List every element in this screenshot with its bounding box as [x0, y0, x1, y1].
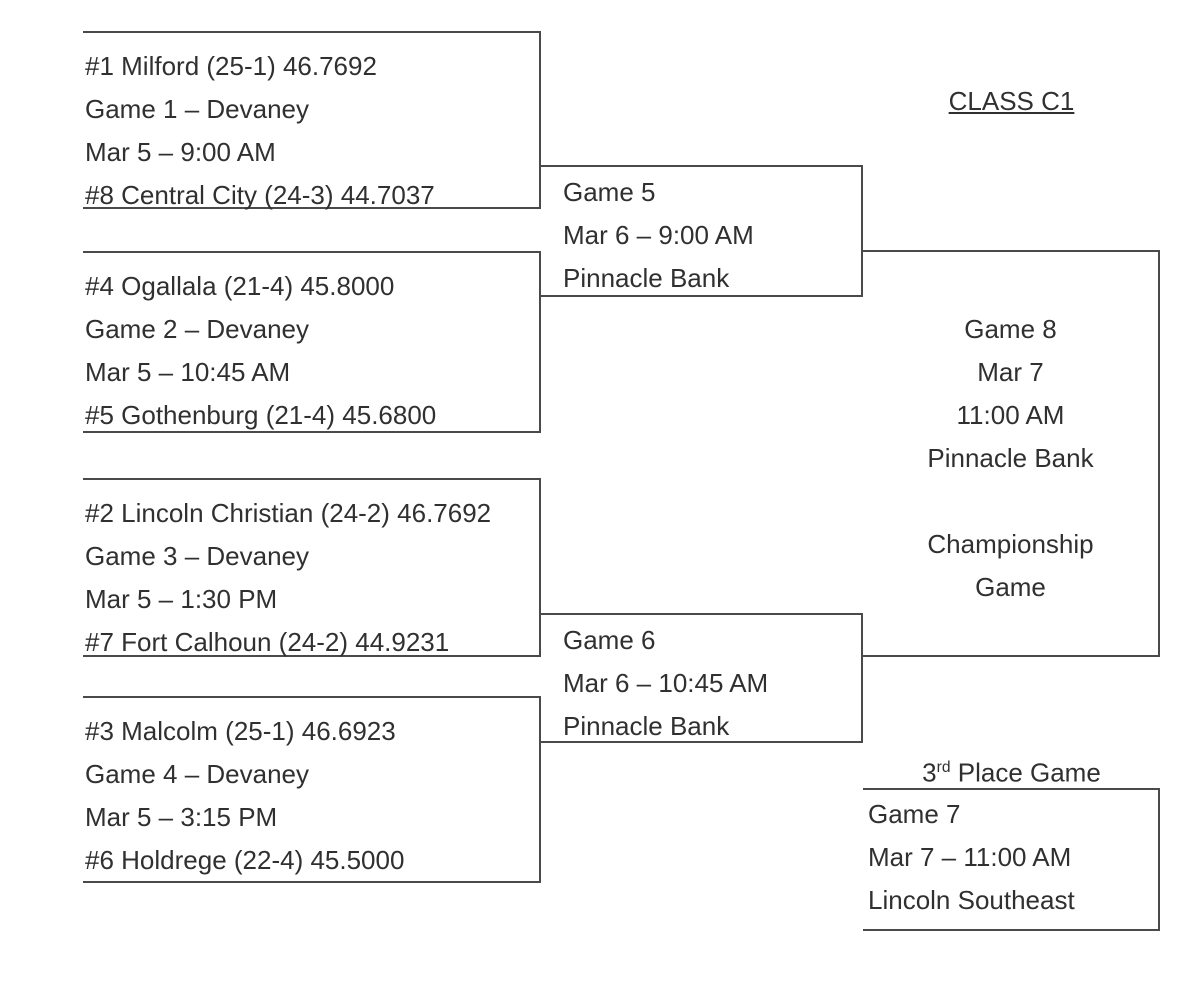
game5-label: Game 5: [563, 177, 656, 207]
third-place-heading-rest: Place Game: [950, 757, 1101, 788]
game4-label-venue: Game 4 – Devaney: [85, 759, 310, 789]
game3-bottom-team: #7 Fort Calhoun (24-2) 44.9231: [85, 627, 450, 657]
game8-time: 11:00 AM: [956, 400, 1065, 430]
round1-game4-box: #3 Malcolm (25-1) 46.6923 Game 4 – Devan…: [83, 696, 541, 883]
game3-top-team: #2 Lincoln Christian (24-2) 46.7692: [85, 498, 492, 528]
game3-label-venue: Game 3 – Devaney: [85, 541, 310, 571]
championship-label-line1: Championship: [927, 529, 1094, 559]
game2-top-team: #4 Ogallala (21-4) 45.8000: [85, 271, 395, 301]
third-place-heading: 3rd Place Game: [863, 749, 1160, 792]
game4-top-team: #3 Malcolm (25-1) 46.6923: [85, 716, 396, 746]
game1-bottom-team: #8 Central City (24-3) 44.7037: [85, 180, 435, 210]
game2-bottom-team: #5 Gothenburg (21-4) 45.6800: [85, 400, 437, 430]
game7-venue: Lincoln Southeast: [868, 885, 1075, 915]
game6-label: Game 6: [563, 625, 656, 655]
game2-label-venue: Game 2 – Devaney: [85, 314, 310, 344]
game1-top-team: #1 Milford (25-1) 46.7692: [85, 51, 377, 81]
game8-venue: Pinnacle Bank: [927, 443, 1094, 473]
game4-datetime: Mar 5 – 3:15 PM: [85, 802, 278, 832]
third-place-heading-ordinal: rd: [936, 759, 951, 776]
game6-datetime: Mar 6 – 10:45 AM: [563, 668, 769, 698]
game3-datetime: Mar 5 – 1:30 PM: [85, 584, 278, 614]
game7-label: Game 7: [868, 799, 961, 829]
game5-venue: Pinnacle Bank: [563, 263, 730, 293]
game5-datetime: Mar 6 – 9:00 AM: [563, 220, 754, 250]
game2-datetime: Mar 5 – 10:45 AM: [85, 357, 291, 387]
round1-game1-box: #1 Milford (25-1) 46.7692 Game 1 – Devan…: [83, 31, 541, 210]
third-place-heading-number: 3: [922, 757, 937, 788]
championship-label-line2: Game: [975, 572, 1046, 602]
third-place-game7-box: Game 7 Mar 7 – 11:00 AM Lincoln Southeas…: [863, 788, 1160, 931]
championship-game8-box: Game 8 Mar 7 11:00 AM Pinnacle Bank Cham…: [863, 250, 1160, 657]
game6-venue: Pinnacle Bank: [563, 711, 730, 741]
game8-date: Mar 7: [977, 357, 1044, 387]
game1-datetime: Mar 5 – 9:00 AM: [85, 137, 276, 167]
game4-bottom-team: #6 Holdrege (22-4) 45.5000: [85, 845, 405, 875]
semifinal-game6-box: Game 6 Mar 6 – 10:45 AM Pinnacle Bank: [541, 613, 863, 743]
game8-label: Game 8: [964, 314, 1057, 344]
round1-game3-box: #2 Lincoln Christian (24-2) 46.7692 Game…: [83, 478, 541, 657]
spacer: [863, 480, 1158, 523]
game1-label-venue: Game 1 – Devaney: [85, 94, 310, 124]
class-title: CLASS C1: [948, 86, 1075, 116]
semifinal-game5-box: Game 5 Mar 6 – 9:00 AM Pinnacle Bank: [541, 165, 863, 297]
game7-datetime: Mar 7 – 11:00 AM: [868, 842, 1072, 872]
round1-game2-box: #4 Ogallala (21-4) 45.8000 Game 2 – Deva…: [83, 251, 541, 433]
